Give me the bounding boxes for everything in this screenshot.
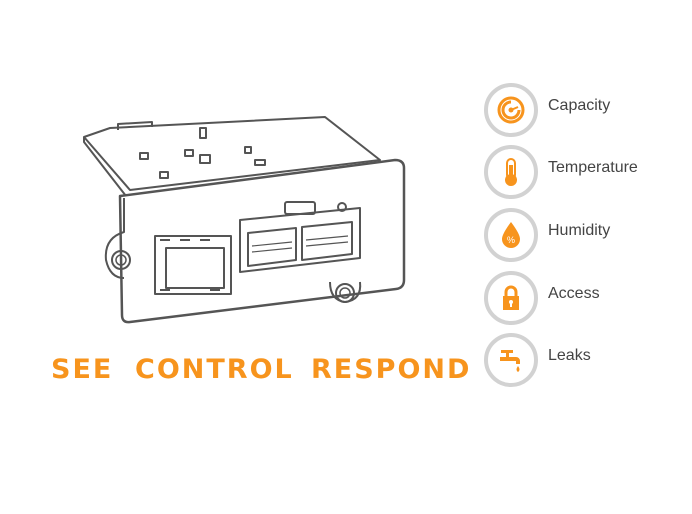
feature-label: Access bbox=[548, 285, 600, 302]
feature-temperature: Temperature bbox=[484, 145, 684, 199]
feature-leaks: Leaks bbox=[484, 333, 684, 387]
feature-access: Access bbox=[484, 271, 684, 325]
feature-humidity: % Humidity bbox=[484, 208, 684, 262]
gauge-icon bbox=[497, 96, 525, 124]
feature-label: Temperature bbox=[548, 159, 638, 176]
feature-label: Humidity bbox=[548, 222, 611, 239]
tagline-control: CONTROL bbox=[135, 354, 294, 385]
feature-label: Capacity bbox=[548, 97, 611, 114]
humidity-drop-icon: % bbox=[502, 222, 520, 248]
tagline-respond: RESPOND bbox=[311, 354, 472, 385]
feature-label: Leaks bbox=[548, 347, 591, 364]
padlock-icon bbox=[503, 285, 519, 310]
thermometer-icon bbox=[505, 158, 517, 186]
svg-text:%: % bbox=[507, 235, 515, 245]
faucet-icon bbox=[500, 350, 520, 372]
tagline-see: SEE bbox=[51, 354, 114, 385]
feature-capacity: Capacity bbox=[484, 83, 684, 137]
